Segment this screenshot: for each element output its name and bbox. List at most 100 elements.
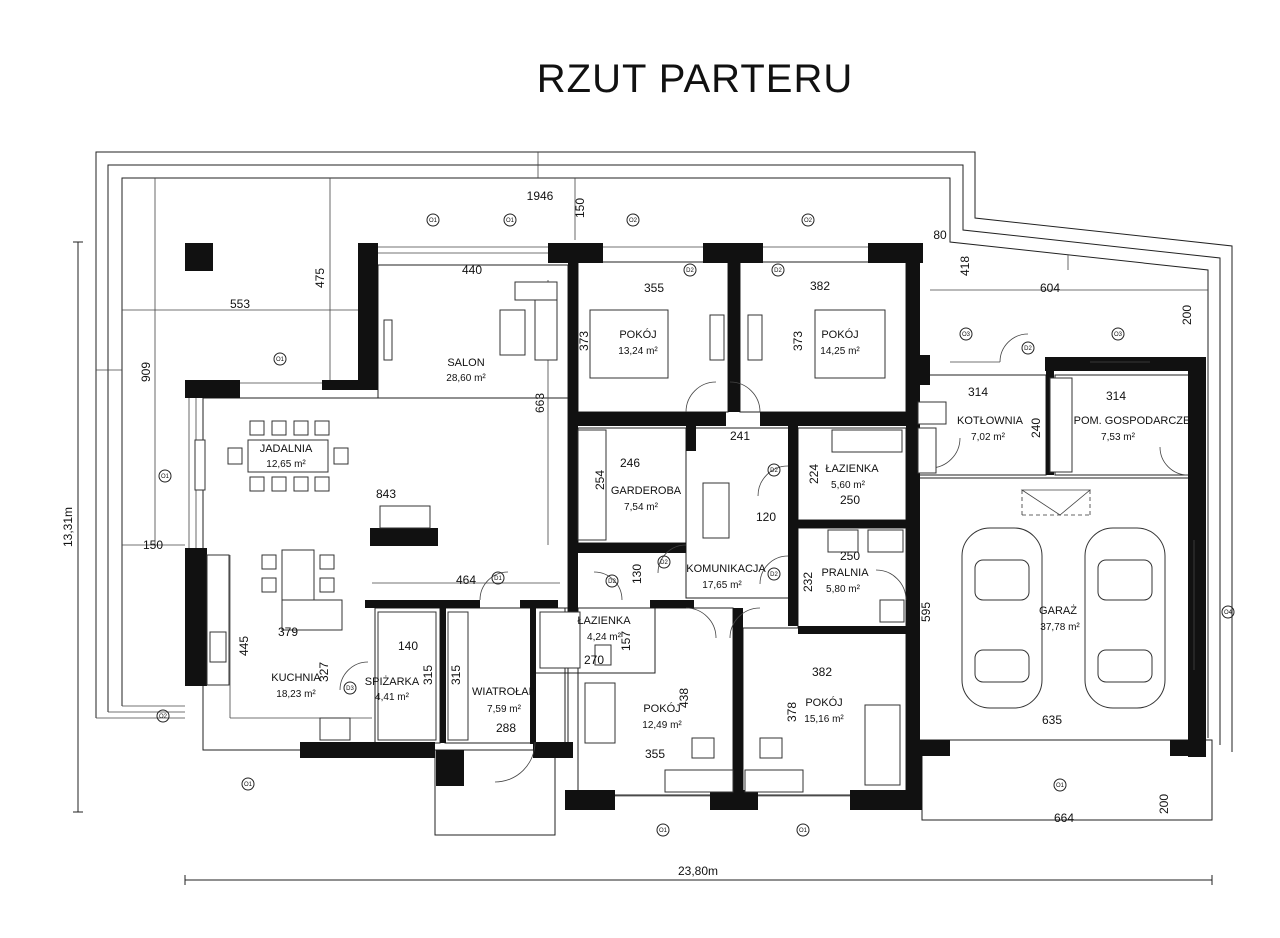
room-name: KUCHNIA xyxy=(271,672,321,684)
room-area: 5,80 m² xyxy=(826,584,861,595)
svg-text:O3: O3 xyxy=(1114,332,1123,338)
svg-text:246: 246 xyxy=(620,456,640,470)
room-area: 28,60 m² xyxy=(446,373,486,384)
room-name: WIATROŁAP xyxy=(472,686,536,698)
svg-text:D2: D2 xyxy=(770,468,778,474)
svg-text:909: 909 xyxy=(139,362,153,382)
svg-text:314: 314 xyxy=(968,385,988,399)
svg-text:1946: 1946 xyxy=(527,189,554,203)
entrance-block xyxy=(436,750,464,786)
furniture xyxy=(194,281,1166,793)
svg-text:378: 378 xyxy=(785,702,799,722)
room-area: 5,60 m² xyxy=(831,480,866,491)
svg-text:120: 120 xyxy=(756,510,776,524)
svg-text:O2: O2 xyxy=(804,218,813,224)
room-name: PRALNIA xyxy=(821,567,869,579)
svg-text:O2: O2 xyxy=(629,218,638,224)
svg-text:382: 382 xyxy=(810,279,830,293)
svg-text:D2: D2 xyxy=(770,572,778,578)
svg-text:464: 464 xyxy=(456,573,476,587)
room-name: KOTŁOWNIA xyxy=(957,415,1024,427)
room-name: KOMUNIKACJA xyxy=(686,563,766,575)
svg-text:250: 250 xyxy=(840,549,860,563)
svg-text:373: 373 xyxy=(577,331,591,351)
walls xyxy=(185,243,1206,810)
svg-text:O1: O1 xyxy=(276,357,285,363)
terrace-outline xyxy=(95,151,1233,752)
svg-text:D2: D2 xyxy=(1024,346,1032,352)
svg-text:D2: D2 xyxy=(660,560,668,566)
svg-text:D1: D1 xyxy=(494,576,502,582)
svg-text:604: 604 xyxy=(1040,281,1060,295)
svg-text:379: 379 xyxy=(278,625,298,639)
svg-text:O4: O4 xyxy=(1224,610,1233,616)
svg-text:150: 150 xyxy=(573,198,587,218)
svg-text:D2: D2 xyxy=(608,579,616,585)
room-area: 12,49 m² xyxy=(642,720,682,731)
room-area: 13,24 m² xyxy=(618,346,658,357)
room-name: SALON xyxy=(447,357,484,369)
room-name: POKÓJ xyxy=(805,696,842,709)
room-name: POKÓJ xyxy=(619,328,656,341)
room-name: ŁAZIENKA xyxy=(577,615,631,627)
svg-text:553: 553 xyxy=(230,297,250,311)
room-name: POKÓJ xyxy=(821,328,858,341)
svg-text:140: 140 xyxy=(398,639,418,653)
svg-text:241: 241 xyxy=(730,429,750,443)
room-labels: SALON 28,60 m² JADALNIA 12,65 m² KUCHNIA… xyxy=(260,328,1191,731)
svg-text:D2: D2 xyxy=(774,268,782,274)
svg-text:O2: O2 xyxy=(159,714,168,720)
svg-text:D3: D3 xyxy=(346,686,354,692)
opening-tags: O1 O1 O2 O2 O1 O3 O3 O1 O2 O1 D1 D3 O1 O… xyxy=(156,213,1235,837)
svg-text:O1: O1 xyxy=(506,218,515,224)
svg-text:355: 355 xyxy=(645,747,665,761)
overall-dimensions: 13,31m 23,80m xyxy=(61,241,1213,885)
room-name: POKÓJ xyxy=(643,702,680,715)
overall-height: 13,31m xyxy=(61,507,75,547)
room-area: 4,41 m² xyxy=(375,692,410,703)
svg-text:475: 475 xyxy=(313,268,327,288)
svg-text:80: 80 xyxy=(933,228,947,242)
svg-text:288: 288 xyxy=(496,721,516,735)
room-area: 14,25 m² xyxy=(820,346,860,357)
svg-text:355: 355 xyxy=(644,281,664,295)
dimension-labels: 1946 150 80 418 475 440 355 382 553 604 … xyxy=(139,189,1194,825)
room-area: 7,54 m² xyxy=(624,502,659,513)
room-area: 12,65 m² xyxy=(266,459,306,470)
svg-text:O1: O1 xyxy=(161,474,170,480)
svg-text:664: 664 xyxy=(1054,811,1074,825)
room-name: JADALNIA xyxy=(260,443,313,455)
svg-text:418: 418 xyxy=(958,256,972,276)
plan-title: RZUT PARTERU xyxy=(537,57,853,101)
room-area: 7,02 m² xyxy=(971,432,1006,443)
room-name: GARDEROBA xyxy=(611,485,682,497)
svg-text:O1: O1 xyxy=(244,782,253,788)
svg-text:O1: O1 xyxy=(659,828,668,834)
svg-text:314: 314 xyxy=(1106,389,1126,403)
room-name: GARAŻ xyxy=(1039,604,1077,617)
svg-text:200: 200 xyxy=(1157,794,1171,814)
svg-text:157: 157 xyxy=(619,631,633,651)
room-area: 7,53 m² xyxy=(1101,432,1136,443)
svg-text:D2: D2 xyxy=(686,268,694,274)
room-name: ŁAZIENKA xyxy=(825,463,879,475)
svg-text:150: 150 xyxy=(143,538,163,552)
svg-text:200: 200 xyxy=(1180,305,1194,325)
svg-text:595: 595 xyxy=(919,602,933,622)
svg-text:224: 224 xyxy=(807,464,821,484)
svg-text:130: 130 xyxy=(630,564,644,584)
room-area: 37,78 m² xyxy=(1040,622,1080,633)
chimney-block xyxy=(185,243,213,271)
svg-text:635: 635 xyxy=(1042,713,1062,727)
svg-text:O1: O1 xyxy=(429,218,438,224)
svg-text:327: 327 xyxy=(317,662,331,682)
svg-text:O1: O1 xyxy=(799,828,808,834)
svg-text:240: 240 xyxy=(1029,418,1043,438)
svg-text:843: 843 xyxy=(376,487,396,501)
room-name: SPIŻARKA xyxy=(365,675,420,688)
room-area: 17,65 m² xyxy=(702,580,742,591)
svg-text:270: 270 xyxy=(584,653,604,667)
svg-text:O3: O3 xyxy=(962,332,971,338)
